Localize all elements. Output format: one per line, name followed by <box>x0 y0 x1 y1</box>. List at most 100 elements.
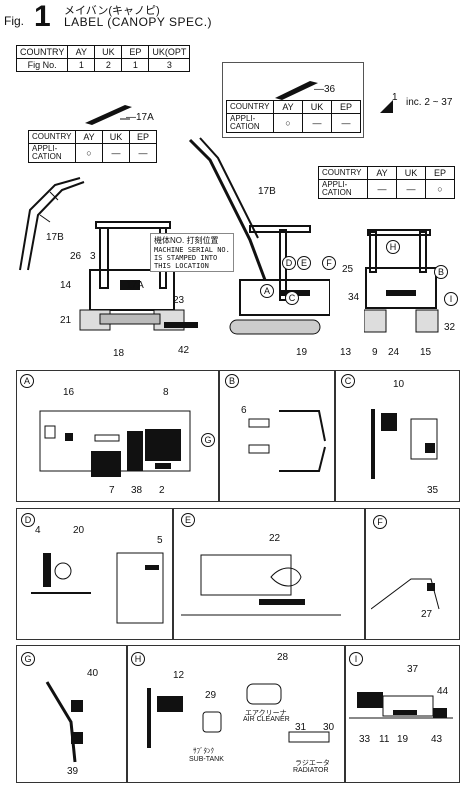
panel-i-n33: 33 <box>359 734 371 745</box>
callout-9: 9 <box>372 347 378 358</box>
detail-panel-f: F 27 <box>364 508 460 640</box>
callout-26: 26 <box>70 251 82 262</box>
detail-panel-c: C 10 35 <box>334 370 460 502</box>
panel-a-letter: A <box>20 374 34 388</box>
panel-g-n40: 40 <box>87 668 99 679</box>
panel-h-letter: H <box>131 652 145 666</box>
appep-c0: AY <box>367 166 397 180</box>
panel-a-n16: 16 <box>63 387 75 398</box>
callout-18: 18 <box>113 348 125 359</box>
panel-d-letter: D <box>21 513 35 527</box>
country-fig-table: COUNTRY AY UK EP UK(OPT Fig No. 1 2 1 3 <box>15 45 191 72</box>
ct-h2: UK <box>94 45 123 59</box>
callout-24: 24 <box>388 347 400 358</box>
ref-circle-a: A <box>260 284 274 298</box>
app-table-36: COUNTRY AY UK EP APPLI-CATION ○ — — <box>226 100 361 133</box>
app36-v1: — <box>302 113 332 133</box>
panel-h-drawing <box>147 683 330 748</box>
panel-h-aircleaner: AIR CLEANER <box>243 716 290 723</box>
serial-number-note: 機体NO. 打刻位置 MACHINE SERIAL NO. IS STAMPED… <box>150 233 234 272</box>
callout-32: 32 <box>444 322 456 333</box>
panel-h-n31: 31 <box>295 722 307 733</box>
title-jp: メイバン(キャノピ) <box>64 5 160 17</box>
ref-circle-i: I <box>444 292 458 306</box>
panel-f-n27: 27 <box>421 609 433 620</box>
panel-d-drawing <box>31 552 164 624</box>
panel-i-n19: 19 <box>397 734 409 745</box>
callout-19: 19 <box>296 347 308 358</box>
detail-panel-h: H 12 29 28 ｻﾌﾞﾀﾝｸ SUB-TANK エアクリーナ AIR CL… <box>126 645 346 783</box>
detail-panel-d: D 4 20 5 <box>16 508 174 640</box>
panel-h-aircleaner-jp: エアクリーナ <box>245 710 287 717</box>
panel-h-subtank-jp: ｻﾌﾞﾀﾝｸ <box>193 748 214 755</box>
ref-circle-b: B <box>434 265 448 279</box>
panel-h-n28: 28 <box>277 652 289 663</box>
panel-g-drawing <box>45 681 83 763</box>
panel-h-n12: 12 <box>173 670 185 681</box>
app36-c1: UK <box>302 100 332 114</box>
ct-h4: UK(OPT <box>148 45 191 59</box>
panel-g-letter: G <box>21 652 35 666</box>
appep-v1: — <box>396 179 426 199</box>
callout-23: 23 <box>173 295 185 306</box>
app17a-c1: UK <box>102 130 130 144</box>
appep-c2: EP <box>425 166 455 180</box>
app36-v0: ○ <box>273 113 303 133</box>
panel-i-n11: 11 <box>379 734 390 745</box>
callout-36: —36 <box>314 84 336 95</box>
ref-circle-e: E <box>297 256 311 270</box>
app17a-country: COUNTRY <box>28 130 76 144</box>
panel-h-subtank: SUB-TANK <box>189 756 224 763</box>
callout-25: 25 <box>342 264 354 275</box>
app-table-17a: COUNTRY AY UK EP APPLI-CATION ○ — — <box>28 130 157 163</box>
detail-panel-e: E 22 <box>172 508 366 640</box>
title-en: LABEL (CANOPY SPEC.) <box>64 15 213 29</box>
label-36-graphic <box>275 81 318 100</box>
panel-i-n44: 44 <box>437 686 449 697</box>
app17a-v2: — <box>129 143 157 163</box>
panel-h-n29: 29 <box>205 690 217 701</box>
excavator-rear-drawing <box>364 229 439 333</box>
app17a-c0: AY <box>75 130 103 144</box>
panel-c-drawing <box>371 409 438 479</box>
panel-d-n20: 20 <box>73 525 85 536</box>
appep-v0: — <box>367 179 397 199</box>
fig-number: 1 <box>34 0 51 33</box>
inc-arrow-icon <box>380 100 393 113</box>
app36-application: APPLI-CATION <box>226 113 274 133</box>
panel-b-letter: B <box>225 374 239 388</box>
app36-c0: AY <box>273 100 303 114</box>
ct-r0: Fig No. <box>15 58 69 72</box>
panel-a-n7: 7 <box>109 485 115 496</box>
ref-circle-c: C <box>285 291 299 305</box>
panel-i-n37: 37 <box>407 664 419 675</box>
ct-r3: 1 <box>121 58 150 72</box>
app36-v2: — <box>331 113 361 133</box>
callout-3: 3 <box>90 251 96 262</box>
ref-circle-h: H <box>386 240 400 254</box>
appep-v2: ○ <box>425 179 455 199</box>
excavator-arm-left-drawing <box>19 177 85 271</box>
panel-i-letter: I <box>349 652 363 666</box>
ct-h0: COUNTRY <box>15 45 69 59</box>
detail-panel-a: A 16 8 7 38 2 G <box>16 370 220 502</box>
panel-a-n8: 8 <box>163 387 169 398</box>
panel-b-drawing <box>248 410 326 472</box>
panel-d-n4: 4 <box>35 525 41 536</box>
callout-14: 14 <box>60 280 72 291</box>
panel-f-letter: F <box>373 515 387 529</box>
excavator-side-drawing <box>188 137 330 335</box>
inc-text: inc. 2 ~ 37 <box>406 97 453 108</box>
ct-r4: 3 <box>148 58 191 72</box>
detail-panel-g: G 40 39 <box>16 645 128 783</box>
app17a-v0: ○ <box>75 143 103 163</box>
callout-21: 21 <box>60 315 72 326</box>
fig-prefix: Fig. <box>4 14 25 28</box>
panel-e-drawing <box>181 554 341 616</box>
excavator-front-drawing <box>79 221 185 331</box>
app36-c2: EP <box>331 100 361 114</box>
panel-a-arrow-g: G <box>201 433 215 447</box>
app17a-c2: EP <box>129 130 157 144</box>
app-table-ep: COUNTRY AY UK EP APPLI-CATION — — ○ <box>318 166 455 199</box>
panel-h-radiator-jp: ラジエータ <box>295 760 330 767</box>
